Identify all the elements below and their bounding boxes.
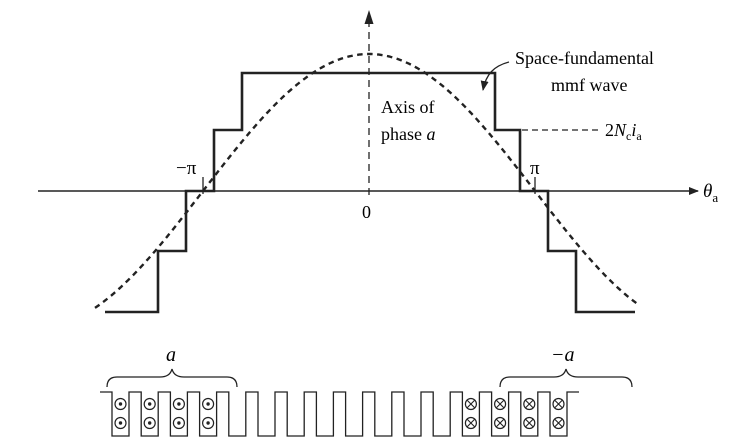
- conductor-cross: [464, 416, 477, 430]
- conductor-dot: [114, 397, 127, 411]
- conductor-dot: [202, 416, 215, 430]
- conductor-dot: [206, 421, 210, 425]
- theta-label: θa: [703, 181, 718, 205]
- conductor-dot: [118, 402, 123, 406]
- conductor-dot: [177, 402, 181, 406]
- conductor-dot: [172, 397, 185, 411]
- conductor-dot: [148, 402, 152, 406]
- conductor-cross: [464, 397, 477, 411]
- conductor-cross: [523, 397, 536, 411]
- origin-label: 0: [362, 202, 371, 222]
- conductor-cross: [552, 416, 565, 430]
- conductor-cross: [552, 397, 565, 411]
- phase-a-axis-arrowhead: [364, 10, 374, 24]
- slot-conductors: [114, 397, 565, 430]
- neg-pi-label: −π: [176, 158, 197, 179]
- axis-label-line1: Axis of: [381, 97, 435, 117]
- conductor-cross: [494, 397, 507, 411]
- conductor-dot: [114, 416, 127, 430]
- right-brace: [499, 368, 633, 388]
- conductor-cross: [554, 419, 563, 427]
- conductor-dot: [148, 421, 152, 425]
- conductor-dot: [202, 397, 215, 411]
- conductor-dot: [206, 402, 210, 406]
- conductor-cross: [466, 400, 475, 408]
- phase-neg-a-label: −a: [551, 344, 575, 366]
- left-brace: [106, 368, 238, 388]
- conductor-cross: [466, 419, 475, 427]
- conductor-dot: [118, 421, 123, 425]
- conductor-cross: [525, 400, 534, 408]
- pos-pi-label: π: [530, 158, 540, 179]
- conductor-dot: [143, 397, 156, 411]
- conductor-dot: [177, 421, 181, 425]
- axis-label-line2: phase a: [381, 124, 435, 144]
- conductor-dot: [172, 416, 185, 430]
- conductor-dot: [143, 416, 156, 430]
- stator-slots: [100, 391, 579, 437]
- conductor-cross: [554, 400, 563, 408]
- conductor-cross: [496, 400, 505, 408]
- phase-a-label: a: [166, 344, 176, 366]
- fundamental-label-line1: Space-fundamental: [515, 48, 654, 68]
- conductor-cross: [523, 416, 536, 430]
- conductor-cross: [494, 416, 507, 430]
- fundamental-leader: [480, 61, 510, 91]
- fundamental-label-line2: mmf wave: [551, 75, 627, 95]
- conductor-cross: [496, 419, 505, 427]
- amplitude-label: 2Ncia: [605, 120, 642, 143]
- space-fundamental-wave: [94, 52, 640, 309]
- stepped-mmf-wave: [105, 71, 635, 314]
- conductor-cross: [525, 419, 534, 427]
